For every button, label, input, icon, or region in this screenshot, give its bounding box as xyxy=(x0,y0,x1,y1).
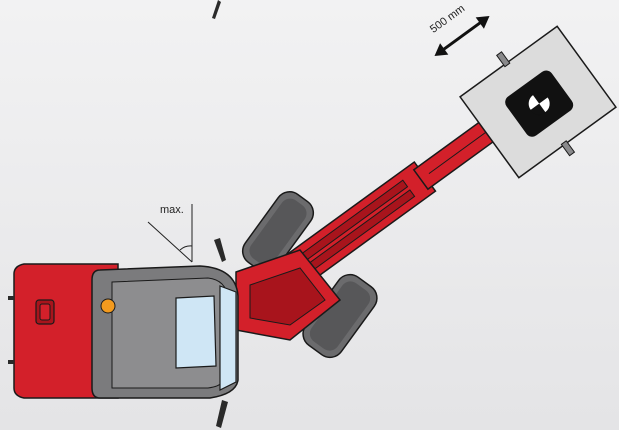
warning-beacon-icon xyxy=(100,298,116,314)
attachment xyxy=(459,25,617,179)
swing-frame xyxy=(249,267,326,326)
side-pin xyxy=(8,360,14,364)
track-upper xyxy=(241,191,315,273)
angle-label: max. xyxy=(160,204,184,216)
dipper-line xyxy=(428,126,494,175)
front-windshield xyxy=(219,285,237,391)
cab-window xyxy=(175,295,217,369)
angle-swing-line xyxy=(147,221,193,263)
angle-arc xyxy=(179,245,193,251)
attachment-pin-bottom xyxy=(560,140,576,157)
side-pin xyxy=(8,296,14,300)
angle-indicator xyxy=(147,204,193,263)
attachment-pin-top xyxy=(496,51,511,68)
double-arrow-icon xyxy=(434,16,490,56)
top-mirror-stub xyxy=(212,0,221,19)
left-mirror xyxy=(214,238,226,262)
right-mirror xyxy=(216,400,228,428)
